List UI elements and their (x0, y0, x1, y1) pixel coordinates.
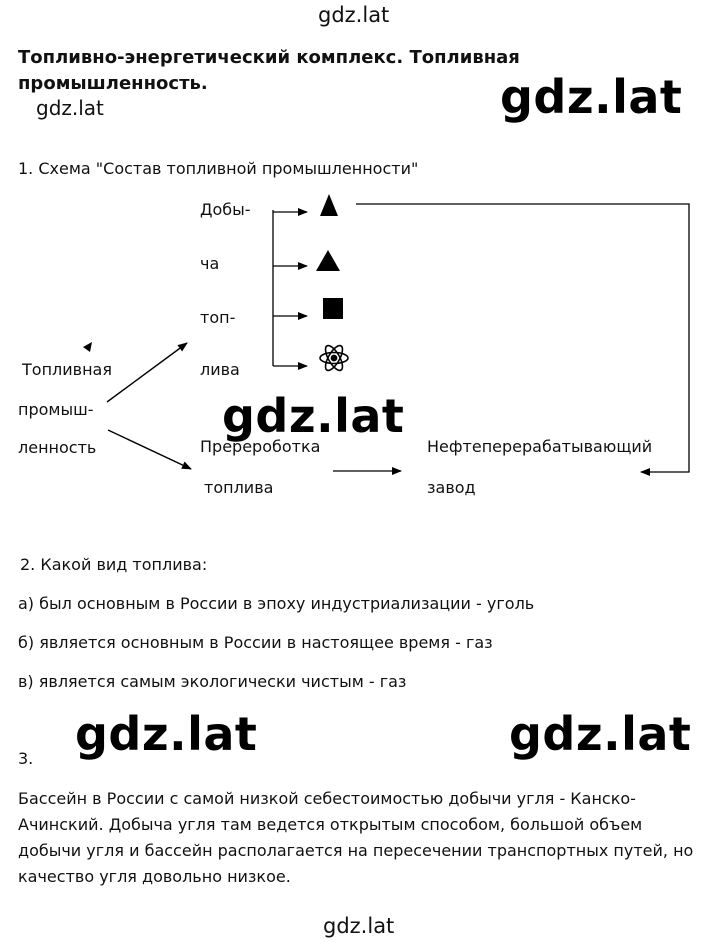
processing-label-2: топлива (204, 478, 274, 497)
coal-square-icon (323, 298, 343, 319)
oil-triangle-icon (320, 194, 338, 216)
watermark-bottom: gdz.lat (323, 914, 395, 938)
root-label-3: ленность (18, 438, 97, 457)
stray-arrowhead (83, 342, 92, 352)
q2-answer-a: а) был основным в России в эпоху индустр… (18, 594, 535, 613)
page-title-line2: промышленность. (18, 73, 208, 94)
arrow-root-to-extraction (106, 342, 188, 403)
root-label-2: промыш- (18, 400, 94, 419)
root-label-1: Топливная (22, 360, 112, 379)
watermark-diagram-center: gdz.lat (222, 389, 405, 443)
page-title-line1: Топливно-энергетический комплекс. Топлив… (18, 47, 520, 68)
refinery-label-2: завод (427, 478, 476, 497)
watermark-left-mid: gdz.lat (75, 707, 258, 761)
q3-number: 3. (18, 749, 34, 768)
extraction-label-4: лива (200, 360, 240, 379)
q2-answer-c: в) является самым экологически чистым - … (18, 672, 407, 691)
watermark-title-right: gdz.lat (500, 70, 683, 124)
gas-triangle-icon (316, 250, 340, 271)
arrow-oil-to-refinery (356, 203, 690, 476)
refinery-label-1: Нефтеперерабатывающий (427, 437, 653, 456)
extraction-label-2: ча (200, 254, 220, 273)
extraction-label-3: топ- (200, 308, 236, 327)
extraction-label-1: Добы- (200, 200, 251, 219)
q3-answer-text: Бассейн в России с самой низкой себестои… (18, 789, 694, 886)
q1-heading: 1. Схема "Состав топливной промышленност… (18, 159, 419, 178)
q2-answer-b: б) является основным в России в настояще… (18, 633, 493, 652)
watermark-under-title: gdz.lat (36, 96, 104, 120)
processing-label-1: Пререроботка (200, 437, 321, 456)
watermark-top: gdz.lat (318, 3, 390, 27)
q2-heading: 2. Какой вид топлива: (20, 555, 208, 574)
watermark-right-mid: gdz.lat (509, 707, 692, 761)
arrow-root-to-processing (107, 429, 192, 470)
atom-icon (319, 344, 349, 372)
